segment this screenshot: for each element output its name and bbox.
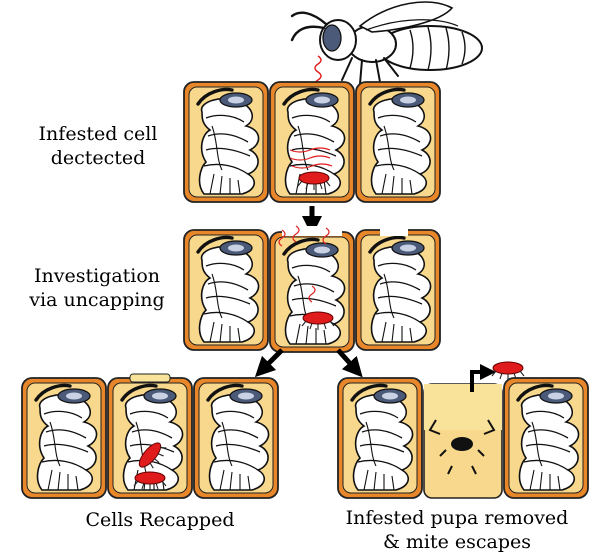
escape-arrow-icon <box>470 364 496 392</box>
brood-cell <box>338 378 422 498</box>
row1-cells <box>184 82 440 202</box>
empty-cell <box>423 383 503 499</box>
pupa-remains-icon <box>428 419 496 475</box>
brood-cell <box>194 378 278 498</box>
down-right-arrow-icon <box>336 348 363 378</box>
brood-cell <box>184 82 268 202</box>
chemical-signal-icon <box>278 225 330 303</box>
step1-label-line1: Infested cell <box>38 123 158 145</box>
outcome-left-label: Cells Recapped <box>85 509 235 531</box>
row2-cells <box>184 225 440 352</box>
outcome-right-label-line1: Infested pupa removed <box>345 507 569 529</box>
recapped-cells <box>22 373 278 498</box>
uncapped-infested-cell <box>270 226 354 352</box>
step2-label-line2: via uncapping <box>29 289 165 311</box>
brood-cell <box>356 230 440 350</box>
outcome-right-label-line2: & mite escapes <box>382 531 532 553</box>
down-left-arrow-icon <box>254 348 284 378</box>
step1-label-line2: dectected <box>50 147 146 169</box>
brood-cell <box>184 230 268 350</box>
brood-cell <box>22 378 106 498</box>
brood-cell <box>356 82 440 202</box>
brood-cell <box>504 378 588 498</box>
honeybee-icon <box>290 1 483 85</box>
step2-label-line1: Investigation <box>33 265 161 287</box>
chemical-signal-icon <box>289 147 333 169</box>
removed-pupa-cells <box>338 361 588 499</box>
